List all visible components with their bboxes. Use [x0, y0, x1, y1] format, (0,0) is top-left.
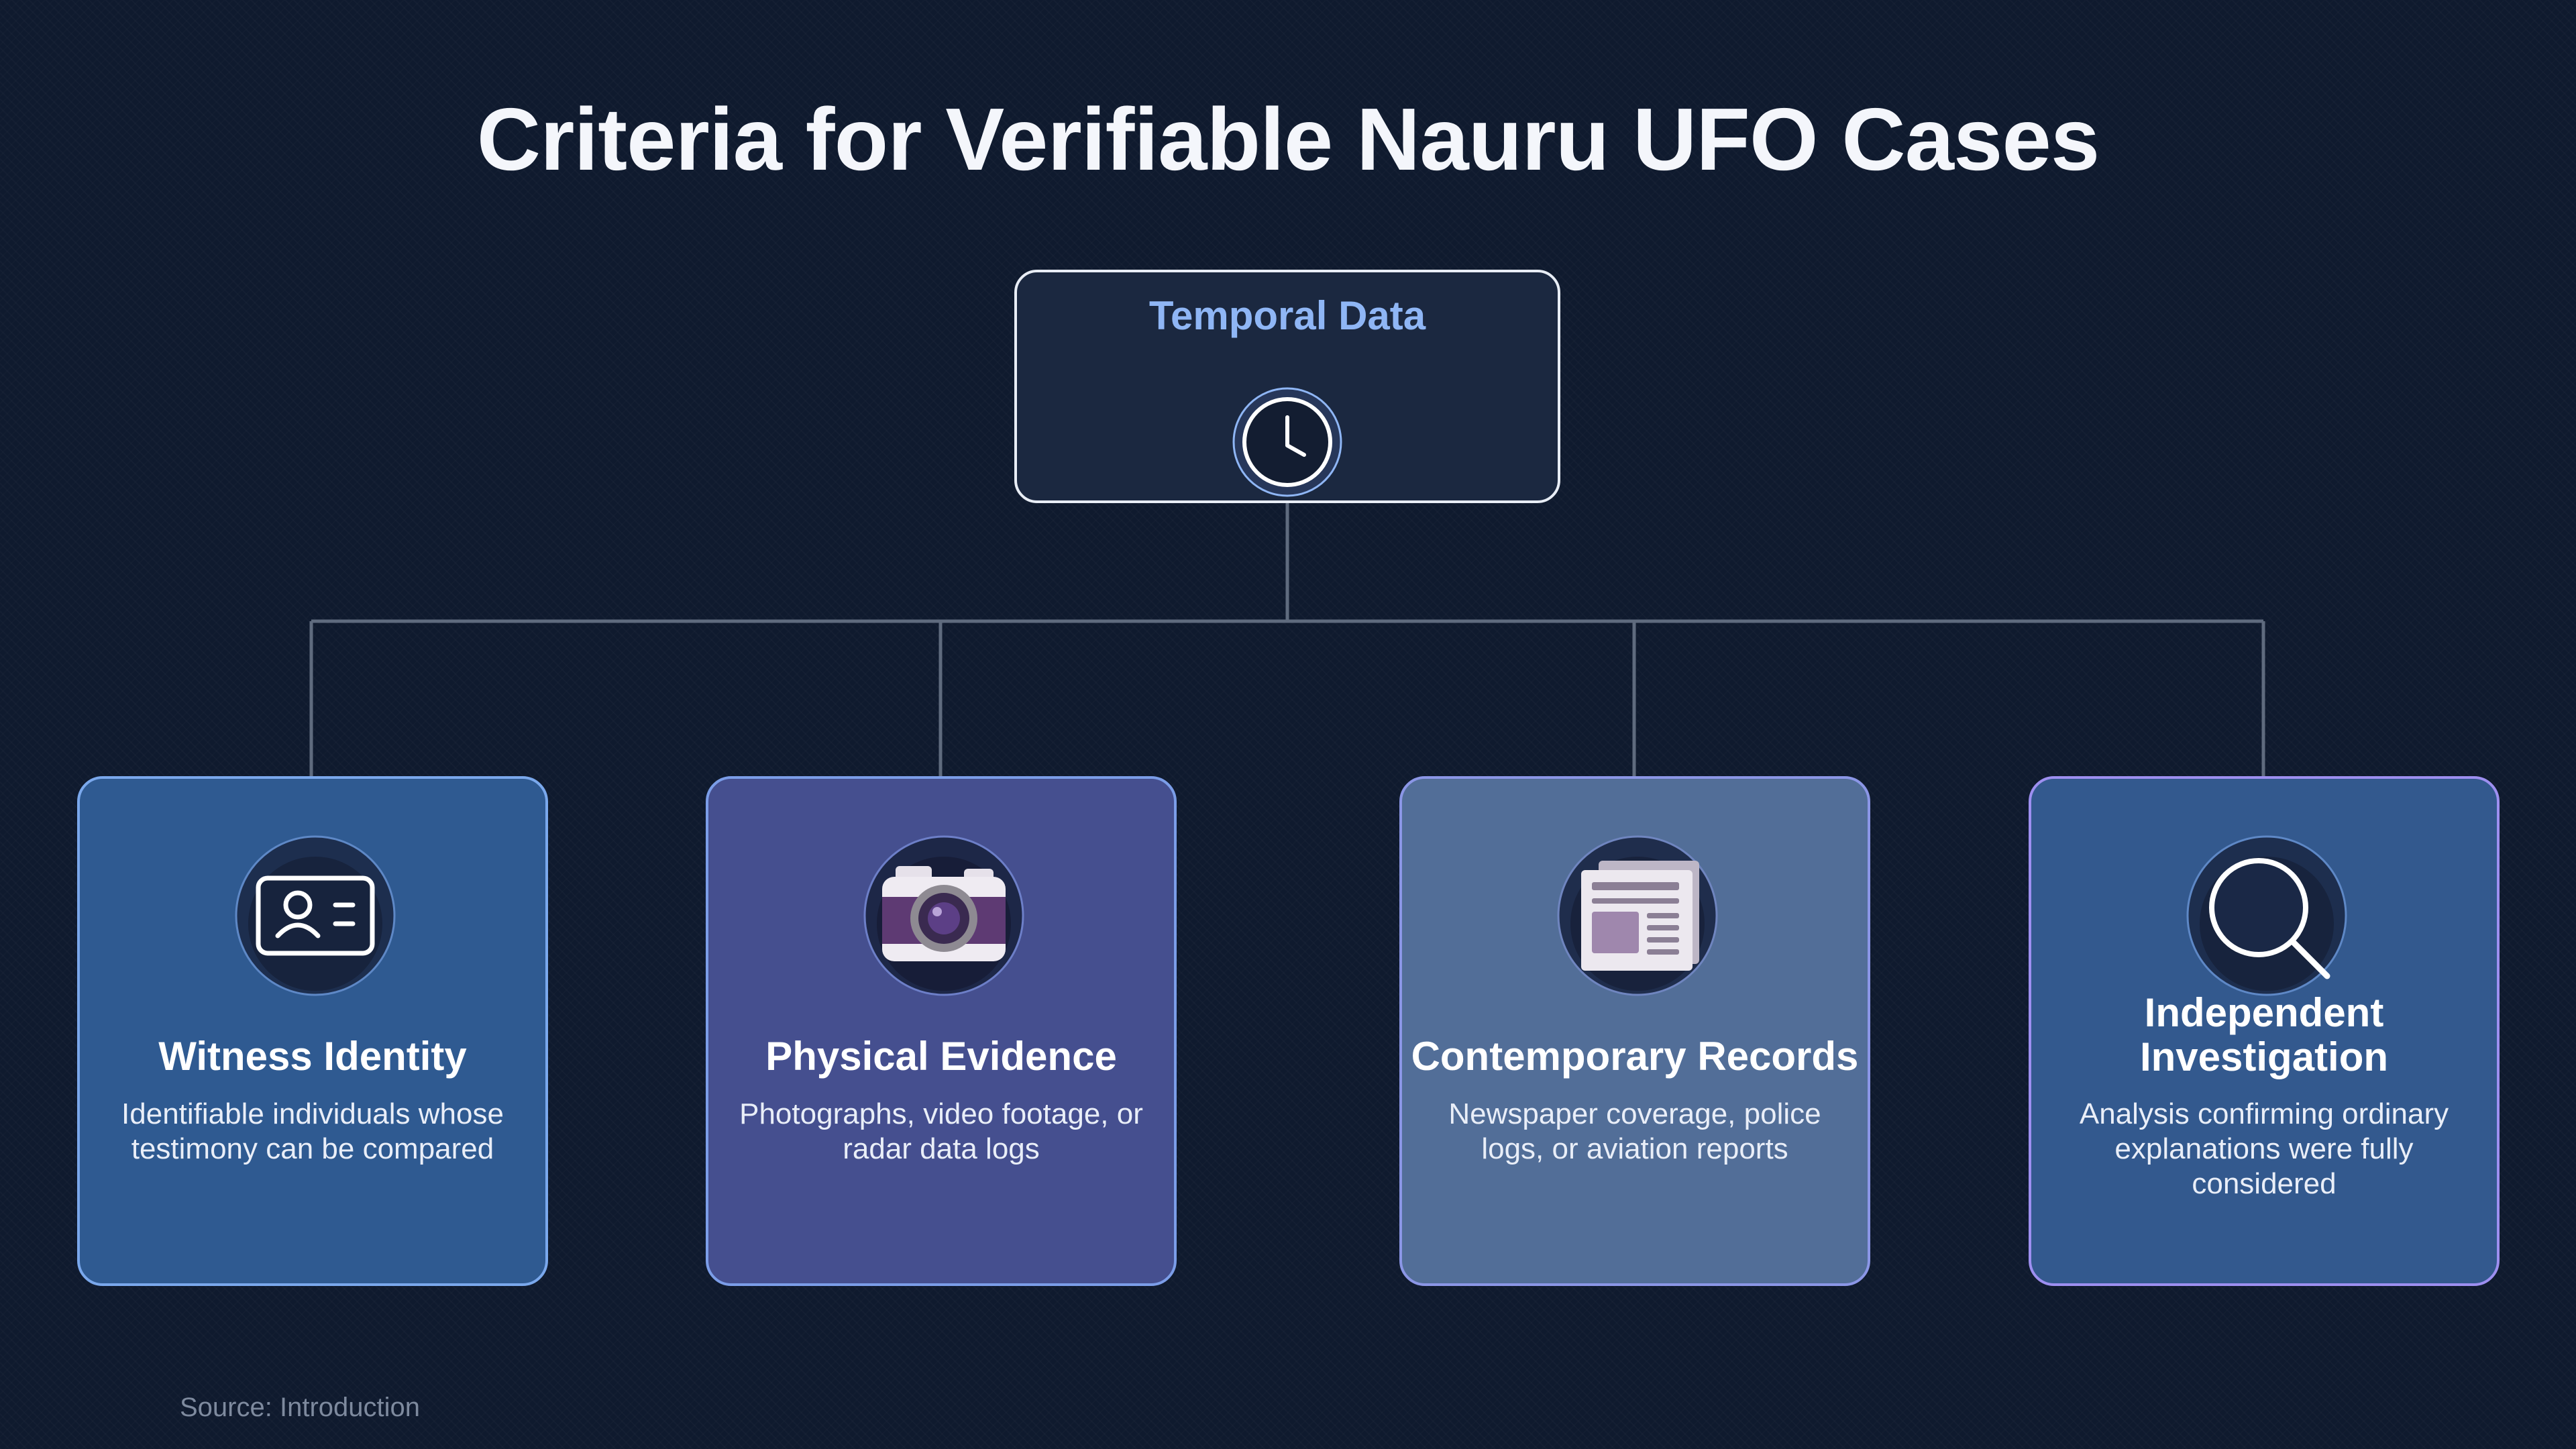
clock-icon: [1232, 387, 1342, 497]
card-description: Newspaper coverage, police logs, or avia…: [1448, 1097, 1821, 1165]
newspaper-icon: [1557, 835, 1718, 996]
temporal-data-node: Temporal Data: [1014, 270, 1560, 503]
card-physical-evidence: Physical Evidence Photographs, video foo…: [706, 776, 1177, 1286]
magnifier-icon: [2186, 835, 2347, 996]
id-card-icon: [235, 835, 396, 996]
card-contemporary-records: Contemporary Records Newspaper coverage,…: [1399, 776, 1870, 1286]
card-title: Physical Evidence: [765, 1034, 1117, 1079]
temporal-data-label: Temporal Data: [1148, 293, 1426, 338]
card-description: Photographs, video footage, or radar dat…: [739, 1097, 1143, 1165]
card-description: Analysis confirming ordinary explanation…: [2079, 1097, 2449, 1200]
card-witness-identity: Witness Identity Identifiable individual…: [77, 776, 548, 1286]
source-note: Source: Introduction: [180, 1393, 420, 1422]
page-title: Criteria for Verifiable Nauru UFO Cases: [476, 90, 2100, 189]
card-description: Identifiable individuals whose testimony…: [121, 1097, 504, 1165]
card-title: Contemporary Records: [1411, 1034, 1859, 1079]
card-title: Witness Identity: [158, 1034, 467, 1079]
camera-icon: [863, 835, 1024, 996]
